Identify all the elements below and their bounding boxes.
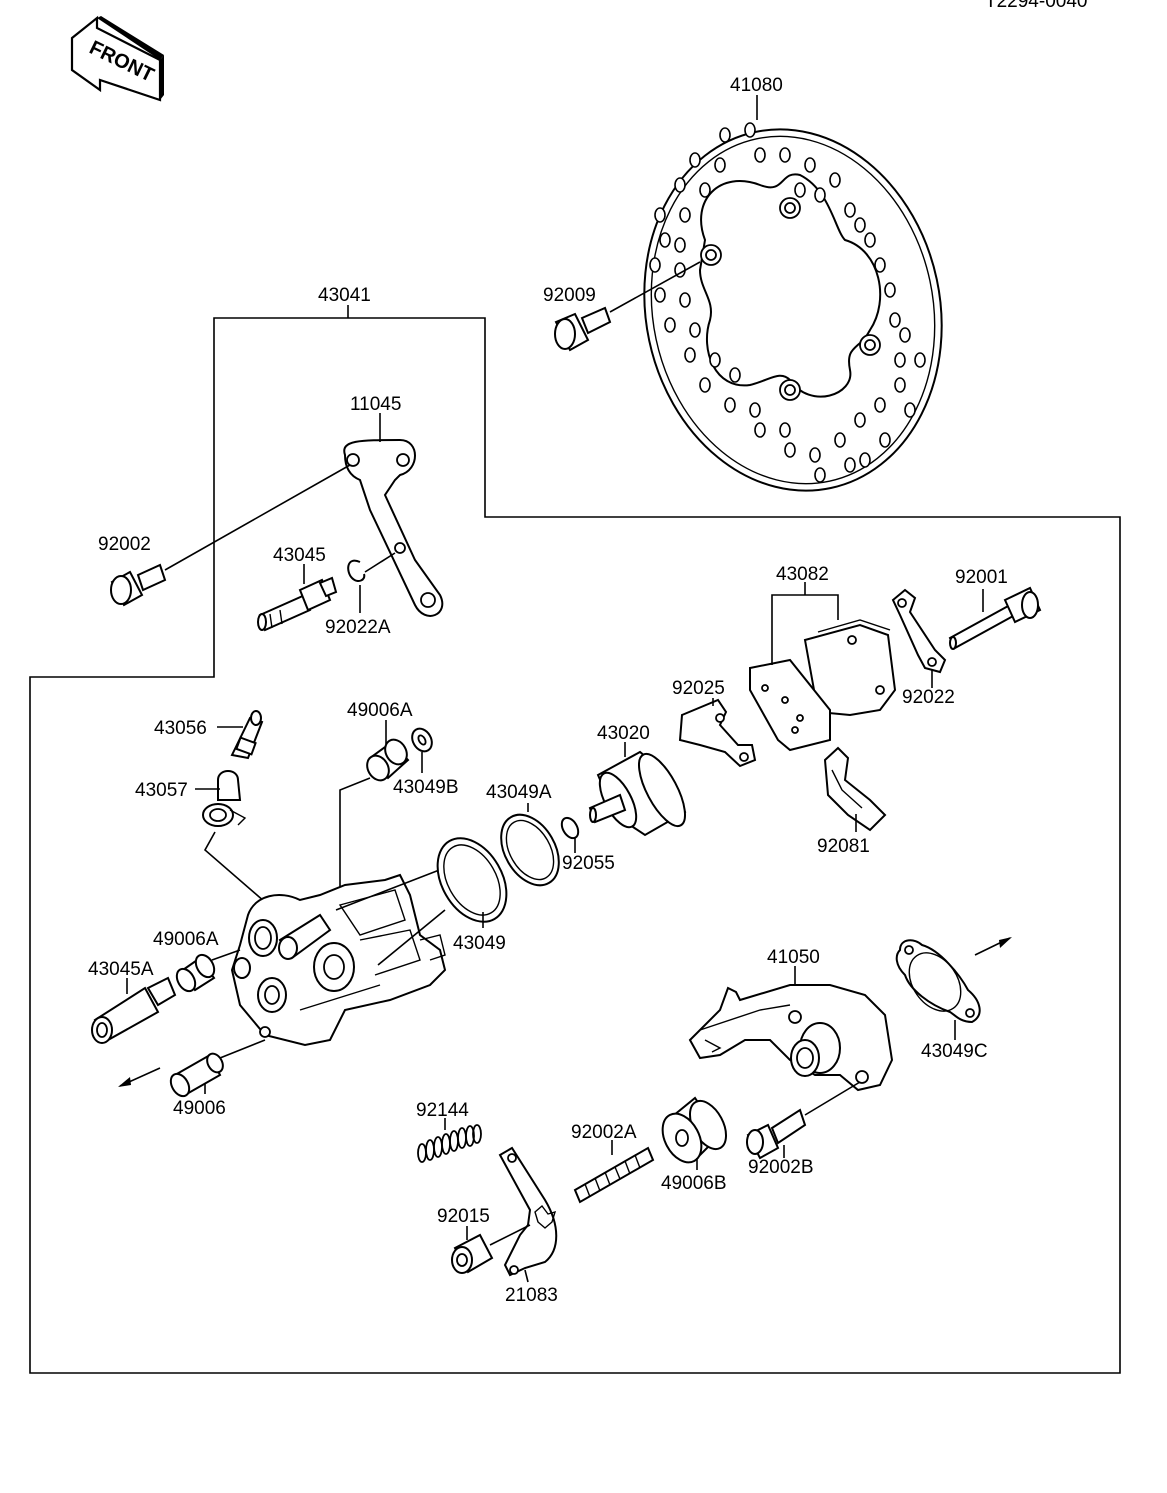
boot-49006A-top bbox=[366, 738, 410, 782]
label-92055: 92055 bbox=[562, 853, 615, 874]
pin-43045A bbox=[91, 976, 177, 1044]
adjuster-screw bbox=[573, 1146, 655, 1204]
label-43045: 43045 bbox=[273, 545, 326, 566]
label-43049A: 43049A bbox=[486, 782, 552, 803]
label-43049B: 43049B bbox=[393, 777, 459, 798]
label-43082: 43082 bbox=[776, 564, 829, 585]
label-49006A-top: 49006A bbox=[347, 700, 413, 721]
direction-arrow-right-icon bbox=[974, 937, 1012, 956]
clip-92022A bbox=[347, 559, 366, 582]
housing-bolt bbox=[746, 1081, 861, 1160]
label-43057: 43057 bbox=[135, 780, 188, 801]
label-92025: 92025 bbox=[672, 678, 725, 699]
pin-43045 bbox=[257, 576, 338, 632]
bleeder-cap bbox=[202, 770, 247, 827]
retainer-92022 bbox=[891, 588, 947, 674]
caliper-body bbox=[230, 873, 447, 1047]
seal-43049A bbox=[500, 813, 560, 887]
label-92002B: 92002B bbox=[748, 1157, 814, 1178]
roller-49006B bbox=[661, 1096, 728, 1164]
direction-arrow-left-icon bbox=[118, 1067, 161, 1087]
label-43049C: 43049C bbox=[921, 1041, 988, 1062]
label-43049: 43049 bbox=[453, 933, 506, 954]
anti-rattle-spring bbox=[823, 746, 887, 832]
label-49006A-left: 49006A bbox=[153, 929, 219, 950]
gasket-43049C bbox=[895, 939, 981, 1024]
label-92144: 92144 bbox=[416, 1100, 469, 1121]
label-43056: 43056 bbox=[154, 718, 207, 739]
label-43045A: 43045A bbox=[88, 959, 154, 980]
brake-lever bbox=[498, 1146, 558, 1277]
label-92022A: 92022A bbox=[325, 617, 391, 638]
return-spring bbox=[417, 1124, 482, 1163]
torque-link-bracket bbox=[343, 438, 444, 617]
label-43020: 43020 bbox=[597, 723, 650, 744]
ref-code: T2294-0040 bbox=[985, 0, 1087, 12]
parking-brake-housing bbox=[688, 984, 894, 1092]
label-43041: 43041 bbox=[318, 285, 371, 306]
boot-49006 bbox=[169, 1052, 224, 1098]
bleeder-valve bbox=[230, 710, 264, 760]
label-92002: 92002 bbox=[98, 534, 151, 555]
bracket-bolt bbox=[110, 464, 351, 607]
label-92022: 92022 bbox=[902, 687, 955, 708]
boot-49006A-left bbox=[175, 953, 216, 993]
label-41080: 41080 bbox=[730, 75, 783, 96]
caliper-assembly-frame bbox=[29, 317, 1121, 1374]
label-21083: 21083 bbox=[505, 1285, 558, 1306]
piston bbox=[588, 750, 687, 837]
lever-nut bbox=[451, 1224, 531, 1274]
label-49006: 49006 bbox=[173, 1098, 226, 1119]
label-92015: 92015 bbox=[437, 1206, 490, 1227]
label-49006B: 49006B bbox=[661, 1173, 727, 1194]
label-92002A: 92002A bbox=[571, 1122, 637, 1143]
disc-bolt bbox=[554, 261, 701, 352]
label-92001: 92001 bbox=[955, 567, 1008, 588]
pad-bolt bbox=[948, 586, 1042, 650]
label-92009: 92009 bbox=[543, 285, 596, 306]
label-92081: 92081 bbox=[817, 836, 870, 857]
brake-pads bbox=[749, 619, 897, 752]
pad-spring-92025 bbox=[678, 698, 757, 768]
label-11045: 11045 bbox=[350, 394, 401, 415]
label-41050: 41050 bbox=[767, 947, 820, 968]
brake-disc bbox=[643, 122, 943, 492]
seal-43049 bbox=[436, 837, 508, 923]
front-arrow-icon: FRONT bbox=[70, 15, 164, 102]
ring-92055 bbox=[560, 816, 580, 840]
